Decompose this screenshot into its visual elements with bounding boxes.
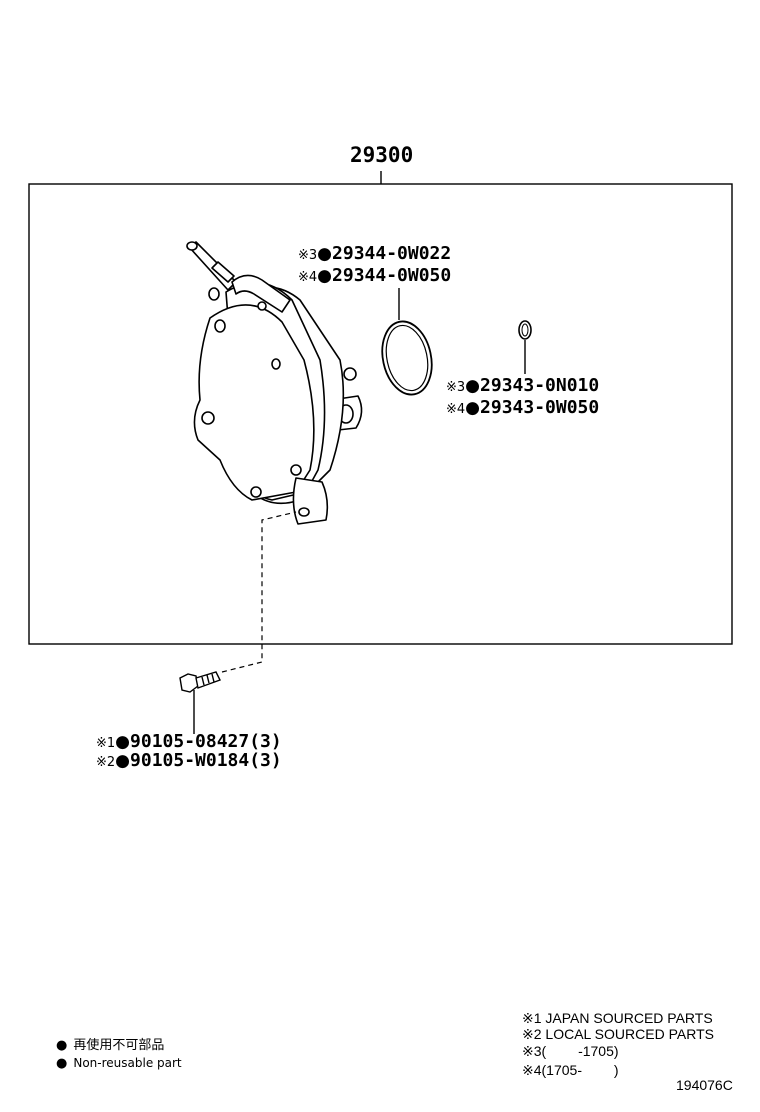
note-4: ※4(1705- ) [522,1062,619,1078]
non-reusable-dot-icon: ● [56,1038,68,1053]
legend-jp: ● 再使用不可部品 [56,1038,164,1054]
note-3: ※3( -1705) [522,1043,619,1059]
non-reusable-dot-icon: ● [115,751,131,771]
legend-jp-text: 再使用不可部品 [73,1038,165,1053]
part-number: 29344-0W050 [332,265,452,286]
callout-bolt-b[interactable]: ※2●90105-W0184(3) [96,751,282,773]
part-number: 90105-08427(3) [130,731,282,752]
vacuum-pump [186,241,363,525]
o-ring [518,320,532,340]
part-number: 29343-0N010 [480,375,600,396]
part-number: 29343-0W050 [480,397,600,418]
non-reusable-dot-icon: ● [317,244,333,264]
non-reusable-dot-icon: ● [115,732,131,752]
legend-en-text: Non-reusable part [73,1056,182,1070]
note-mark: ※3 [298,248,318,263]
bolt [179,671,221,693]
gasket-ring [381,320,433,396]
note-mark: ※4 [298,270,318,285]
callout-oring-b[interactable]: ※4●29343-0W050 [446,398,599,420]
non-reusable-dot-icon: ● [317,266,333,286]
note-mark: ※1 [96,736,116,751]
callout-gasket-a[interactable]: ※3●29344-0W022 [298,244,451,266]
note-1: ※1 JAPAN SOURCED PARTS [522,1010,713,1026]
callout-bolt-a[interactable]: ※1●90105-08427(3) [96,732,282,754]
callout-gasket-b[interactable]: ※4●29344-0W050 [298,266,451,288]
install-dashed-line [221,511,297,673]
note-2: ※2 LOCAL SOURCED PARTS [522,1026,714,1042]
note-mark: ※3 [446,380,466,395]
non-reusable-dot-icon: ● [465,376,481,396]
assembly-part-number: 29300 [350,143,414,167]
callout-oring-a[interactable]: ※3●29343-0N010 [446,376,599,398]
legend-en: ● Non-reusable part [56,1055,182,1072]
note-mark: ※4 [446,402,466,417]
non-reusable-dot-icon: ● [465,398,481,418]
non-reusable-dot-icon: ● [56,1056,68,1071]
figure-id: 194076C [676,1077,733,1093]
note-mark: ※2 [96,755,116,770]
part-number: 29344-0W022 [332,243,452,264]
part-number: 90105-W0184(3) [130,750,282,771]
